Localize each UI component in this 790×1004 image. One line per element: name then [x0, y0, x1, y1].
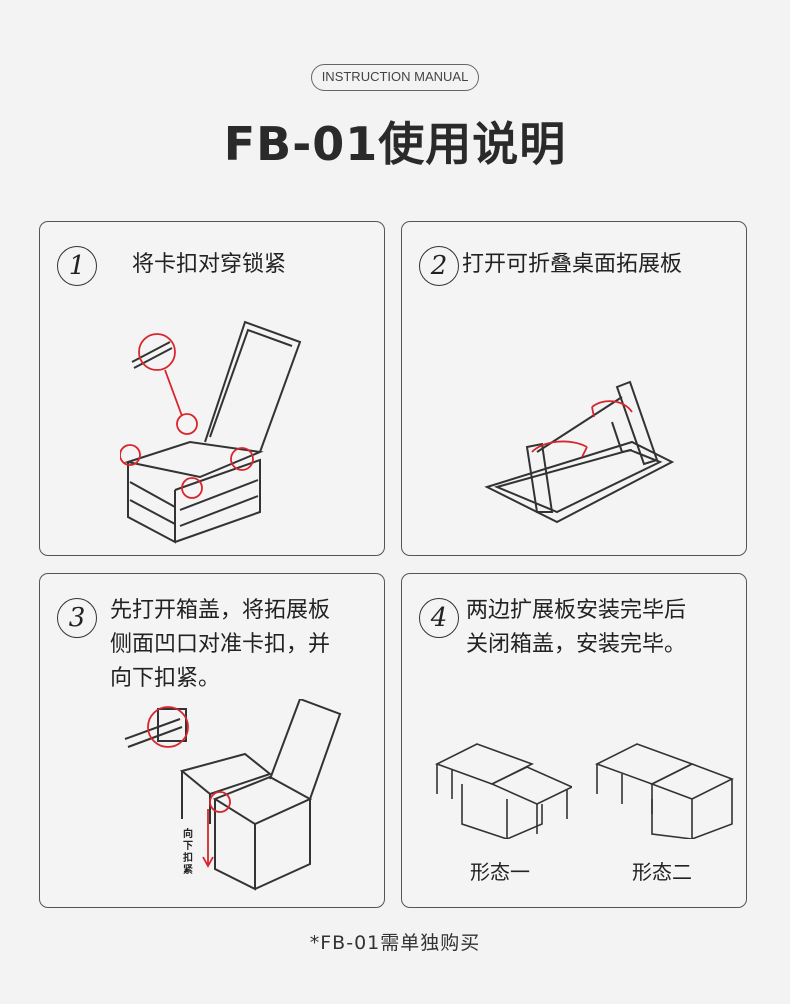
caption-config-two: 形态二 — [632, 860, 692, 884]
configuration-one-illustration — [434, 743, 572, 839]
caption-config-one: 形态一 — [470, 860, 530, 884]
step-number: 3 — [57, 598, 97, 638]
instruction-manual-badge: INSTRUCTION MANUAL — [311, 64, 479, 91]
attach-panel-illustration — [124, 699, 342, 891]
footer-note: *FB-01需单独购买 — [309, 932, 481, 954]
step-4-panel: 4 两边扩展板安装完毕后 关闭箱盖，安装完毕。 形态一 形态二 — [401, 573, 747, 908]
step-3-panel: 3 先打开箱盖，将拓展板 侧面凹口对准卡扣，并 向下扣紧。 向下扣紧 — [39, 573, 385, 908]
step-text: 两边扩展板安装完毕后 关闭箱盖，安装完毕。 — [466, 598, 687, 657]
step-text: 打开可折叠桌面拓展板 — [462, 252, 683, 277]
step-text: 先打开箱盖，将拓展板 侧面凹口对准卡扣，并 向下扣紧。 — [110, 598, 331, 691]
step-text: 将卡扣对穿锁紧 — [132, 252, 287, 277]
push-down-label: 向下扣紧 — [183, 829, 193, 876]
configuration-two-illustration — [594, 743, 734, 839]
step-1-panel: 1 将卡扣对穿锁紧 — [39, 221, 385, 556]
page-title: FB-01使用说明 — [223, 117, 567, 171]
box-latch-illustration — [120, 320, 302, 544]
step-number: 4 — [419, 598, 459, 638]
step-number: 1 — [57, 246, 97, 286]
unfold-panel-illustration — [484, 380, 675, 524]
step-number: 2 — [419, 246, 459, 286]
step-2-panel: 2 打开可折叠桌面拓展板 — [401, 221, 747, 556]
